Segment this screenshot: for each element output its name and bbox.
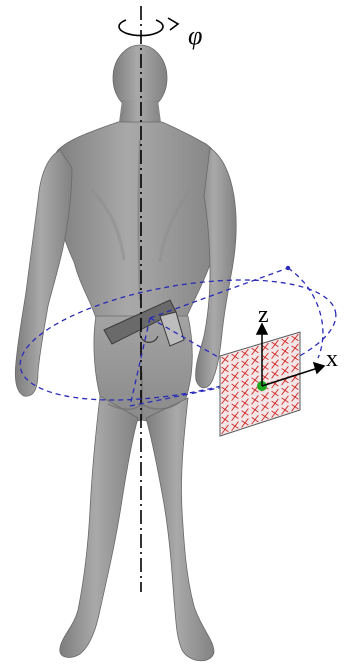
- left-arm: [15, 150, 72, 396]
- rotation-label: φ: [188, 21, 202, 50]
- x-axis-label: x: [326, 346, 338, 372]
- human-figure: [15, 45, 236, 661]
- orbit-point: [286, 266, 290, 270]
- rotation-arrow-icon: [119, 18, 178, 36]
- left-leg: [60, 396, 138, 657]
- z-axis-label: z: [258, 302, 269, 328]
- antenna-panel: [220, 332, 300, 436]
- torso: [51, 122, 224, 318]
- x-axis-arrowhead: [314, 363, 324, 373]
- right-leg: [146, 398, 214, 661]
